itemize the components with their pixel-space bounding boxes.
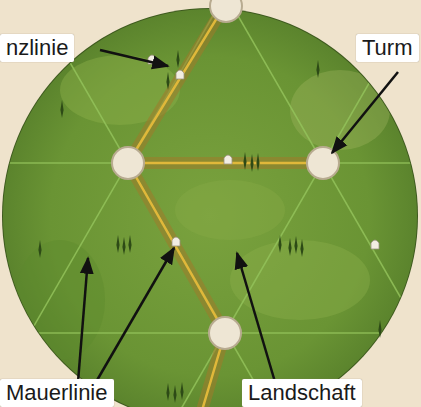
part-label: Landschaft [248, 381, 356, 405]
landscape-texture [15, 55, 390, 360]
label-box: Landschaft [242, 379, 362, 407]
marker-stone [172, 237, 180, 246]
wall-line [0, 0, 378, 407]
cypress-tree [173, 385, 176, 403]
cypress-tree [300, 239, 303, 257]
cypress-tree [256, 153, 259, 171]
wall-line [268, 0, 421, 407]
cypress-tree [166, 72, 169, 90]
marker-stones [148, 55, 379, 249]
cypress-tree [294, 236, 297, 254]
cypress-tree [128, 235, 131, 253]
leader-line [100, 50, 168, 66]
marker-stone [176, 70, 184, 79]
cypress-tree [250, 154, 253, 172]
border-lines [128, 0, 323, 407]
marker-stone [371, 240, 379, 249]
label-box: nzlinie [0, 34, 74, 62]
part-label: nzlinie [6, 36, 68, 60]
landscape-tile [3, 9, 417, 407]
leader-line [78, 258, 88, 382]
marker-stone [224, 155, 232, 164]
leader-line [237, 253, 275, 382]
wall-line [73, 0, 421, 407]
leader-line [332, 72, 398, 153]
wall-line [0, 0, 378, 407]
cypress-tree [122, 237, 125, 255]
cypress-tree [166, 383, 169, 401]
label-box: Turm [356, 34, 419, 62]
cypress-tree [316, 60, 319, 78]
part-label: Mauerlinie [6, 381, 108, 405]
cypress-tree [116, 235, 119, 253]
cypress-tree [288, 238, 291, 256]
tile-rim [2, 8, 418, 407]
cypress-tree [243, 152, 246, 170]
cypress-tree [176, 50, 179, 68]
cypress-tree [38, 240, 41, 258]
cypress-tree [180, 382, 183, 400]
wall-line [73, 0, 421, 407]
part-label: Turm [362, 36, 413, 60]
cypress-trees [38, 50, 381, 403]
cypress-tree [278, 235, 281, 253]
cypress-tree [60, 100, 63, 118]
leader-line [96, 248, 174, 382]
cypress-tree [378, 320, 381, 338]
wall-line [268, 0, 421, 407]
label-box: Mauerlinie [0, 379, 114, 407]
